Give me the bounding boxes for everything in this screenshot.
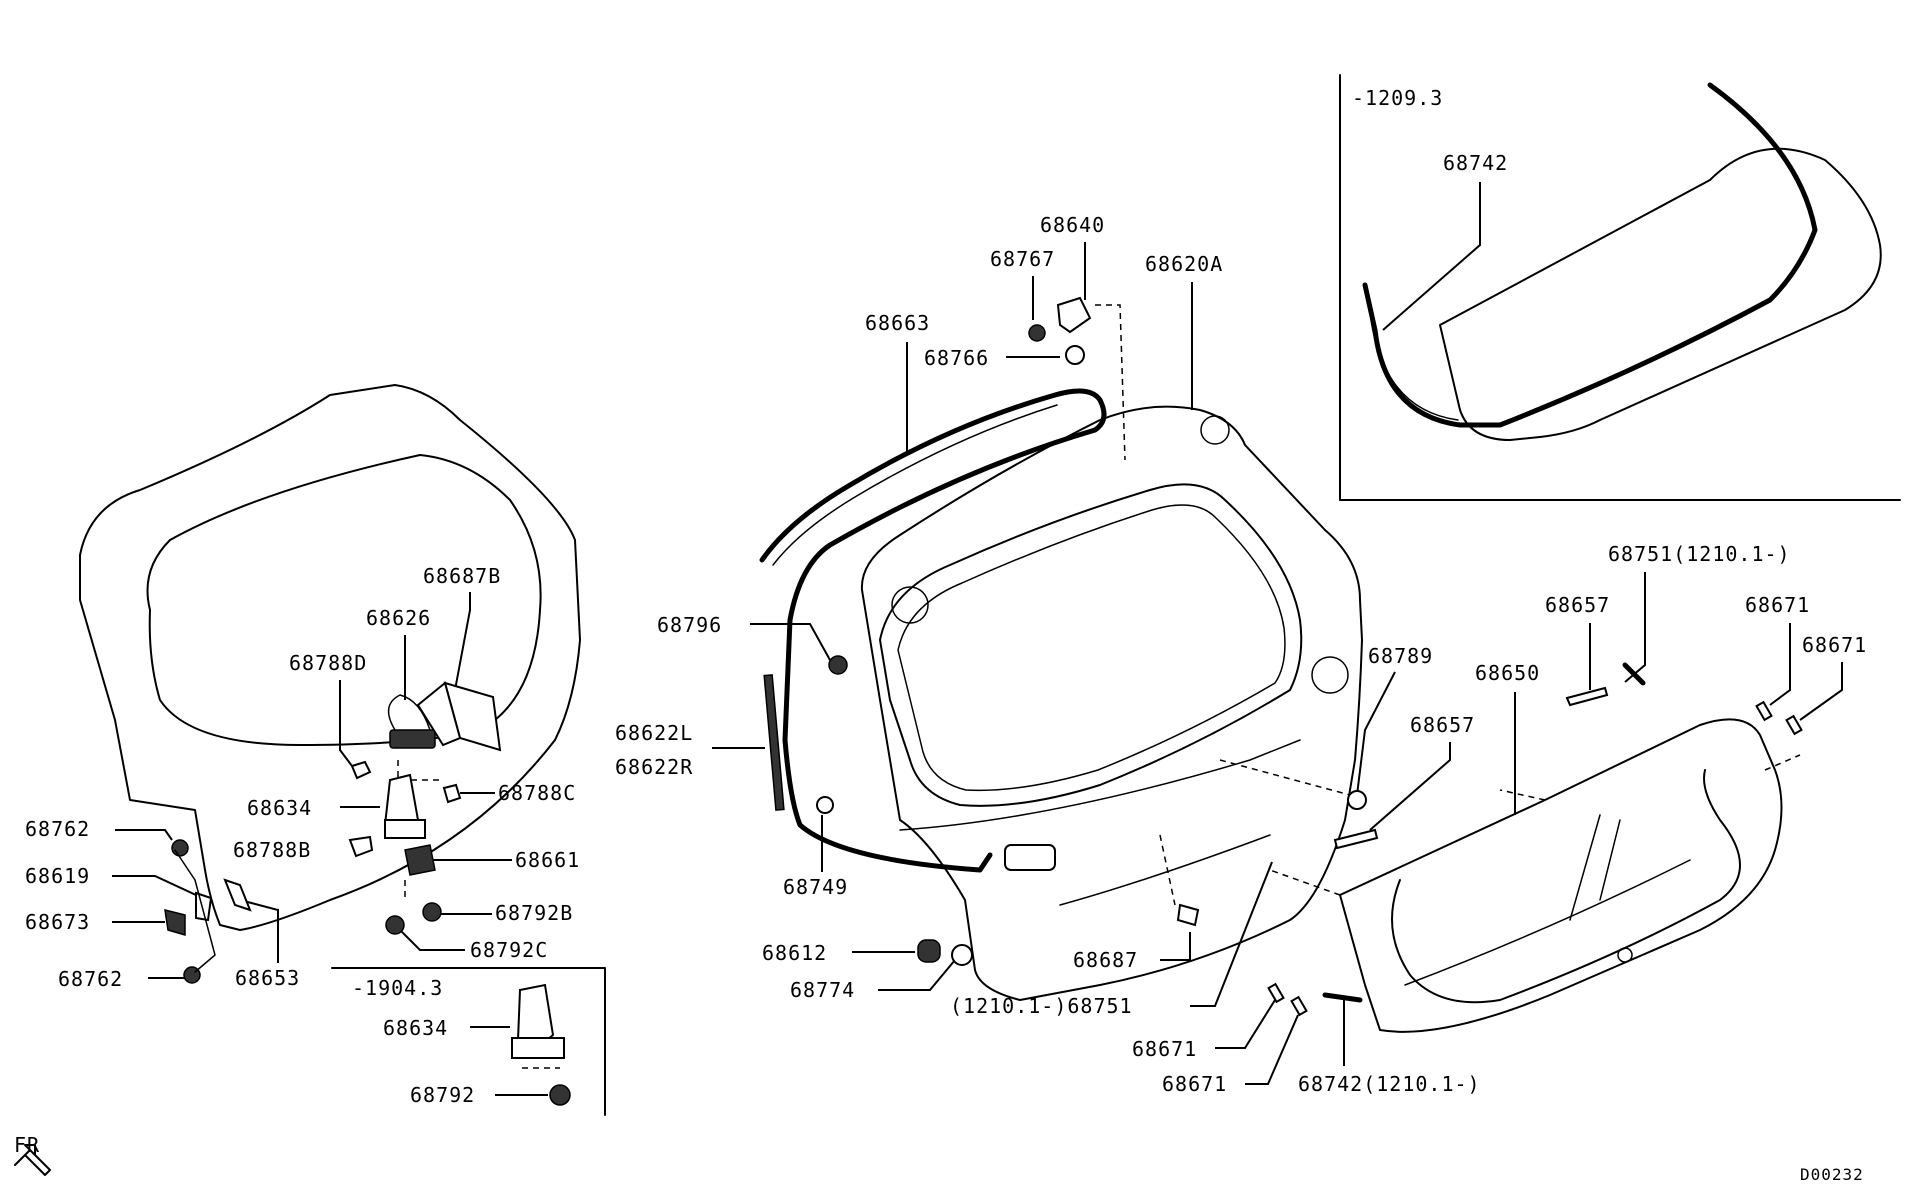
bolt-68792B — [422, 902, 442, 922]
molding-inset — [1362, 82, 1818, 428]
label-68657-a: 68657 — [1545, 593, 1610, 617]
cushion-68653 — [223, 878, 252, 912]
label-68671-c: 68671 — [1132, 1037, 1197, 1061]
label-68788C: 68788C — [498, 781, 576, 805]
bumper-68749 — [816, 796, 834, 814]
spacer-68671-a — [1755, 700, 1773, 722]
inset2-date-label: -1904.3 — [352, 976, 443, 1000]
strip-68751 — [1622, 662, 1646, 686]
trim-panel-outline — [79, 384, 581, 931]
left-parts-group: 68687B 68626 68788D 68788C 68634 68788B … — [25, 564, 580, 991]
plug-68774 — [951, 944, 973, 966]
label-68673: 68673 — [25, 910, 90, 934]
grommet-68766 — [1065, 345, 1085, 365]
lamp-68626 — [389, 729, 436, 749]
label-68671-a: 68671 — [1745, 593, 1810, 617]
plug-68612 — [917, 939, 941, 963]
screw-68788C — [442, 783, 462, 804]
bolt-68796 — [828, 655, 848, 675]
latch-inset-bottom-left: -1904.3 68634 68792 — [331, 967, 606, 1116]
screw-68788D — [350, 760, 372, 780]
spacer-68657-a — [1565, 686, 1609, 707]
label-68788B: 68788B — [233, 838, 311, 862]
bolt-68767 — [1028, 324, 1046, 342]
trim-window-opening — [146, 454, 542, 746]
striker-68661 — [404, 844, 436, 876]
weatherstrip-68663 — [759, 388, 1107, 873]
label-68663: 68663 — [865, 311, 930, 335]
spacer-68657-b — [1333, 828, 1379, 850]
bumper-68673 — [164, 908, 186, 937]
label-68634: 68634 — [247, 796, 312, 820]
label-68762-b: 68762 — [58, 967, 123, 991]
label-68650: 68650 — [1475, 661, 1540, 685]
tailgate-window-opening — [879, 483, 1303, 807]
bracket-68619 — [195, 891, 213, 922]
fr-arrow-icon — [14, 1144, 51, 1176]
label-68657-b: 68657 — [1410, 713, 1475, 737]
label-68751-top: 68751(1210.1-) — [1608, 542, 1791, 566]
label-68612: 68612 — [762, 941, 827, 965]
label-68661: 68661 — [515, 848, 580, 872]
label-68789: 68789 — [1368, 644, 1433, 668]
label-68766: 68766 — [924, 346, 989, 370]
molding-68742 — [1322, 992, 1363, 1003]
label-68687: 68687 — [1073, 948, 1138, 972]
label-68687B: 68687B — [423, 564, 501, 588]
label-68792-inset: 68792 — [410, 1083, 475, 1107]
bolt-68762-a — [171, 839, 189, 857]
label-68640: 68640 — [1040, 213, 1105, 237]
spacer-68671-d — [1290, 995, 1308, 1017]
label-68742-bottom: 68742(1210.1-) — [1298, 1072, 1481, 1096]
screw-68788B — [348, 835, 374, 858]
tailgate-assembly — [759, 388, 1363, 1001]
label-68626: 68626 — [366, 606, 431, 630]
center-labels: 68640 68767 68620A 68663 68766 68796 686… — [615, 213, 1433, 1018]
label-68774: 68774 — [790, 978, 855, 1002]
spacer-68671-b — [1785, 714, 1803, 736]
label-68767: 68767 — [990, 247, 1055, 271]
gas-strut-68622 — [763, 674, 785, 811]
label-68796: 68796 — [657, 613, 722, 637]
tailgate-panel-68620A — [860, 405, 1363, 1001]
rear-glass-inset — [1439, 147, 1882, 441]
bolt-68792C — [385, 915, 405, 935]
label-68622L: 68622L — [615, 721, 693, 745]
hinge-68640 — [1056, 296, 1092, 334]
label-68653: 68653 — [235, 966, 300, 990]
spacer-68671-c — [1267, 982, 1285, 1004]
glass-inset-top-right: -1209.3 68742 — [1339, 74, 1901, 501]
stopper-68789 — [1347, 790, 1367, 810]
label-68619: 68619 — [25, 864, 90, 888]
label-68788D: 68788D — [289, 651, 367, 675]
label-68742-inset: 68742 — [1443, 151, 1508, 175]
tailgate-trim-panel — [79, 384, 581, 931]
label-68792C: 68792C — [470, 938, 548, 962]
label-68671-d: 68671 — [1162, 1072, 1227, 1096]
pad-68687 — [1176, 903, 1200, 927]
inset-date-label: -1209.3 — [1352, 86, 1443, 110]
license-lamp-area — [1004, 844, 1056, 871]
label-68792B: 68792B — [495, 901, 573, 925]
front-direction-indicator: FR — [14, 1133, 51, 1176]
rear-glass-68650 — [1339, 718, 1783, 1033]
label-68751-bottom: (1210.1-)68751 — [950, 994, 1133, 1018]
rear-glass-assembly: 68650 68751(1210.1-) 68657 68657 68671 6… — [1132, 542, 1867, 1096]
bolt-68792 — [549, 1084, 571, 1106]
label-68671-b: 68671 — [1802, 633, 1867, 657]
diagram-code: D00232 — [1800, 1165, 1864, 1184]
label-68622R: 68622R — [615, 755, 693, 779]
label-68749: 68749 — [783, 875, 848, 899]
label-68634-inset: 68634 — [383, 1016, 448, 1040]
label-68762-a: 68762 — [25, 817, 90, 841]
label-68620A: 68620A — [1145, 252, 1223, 276]
